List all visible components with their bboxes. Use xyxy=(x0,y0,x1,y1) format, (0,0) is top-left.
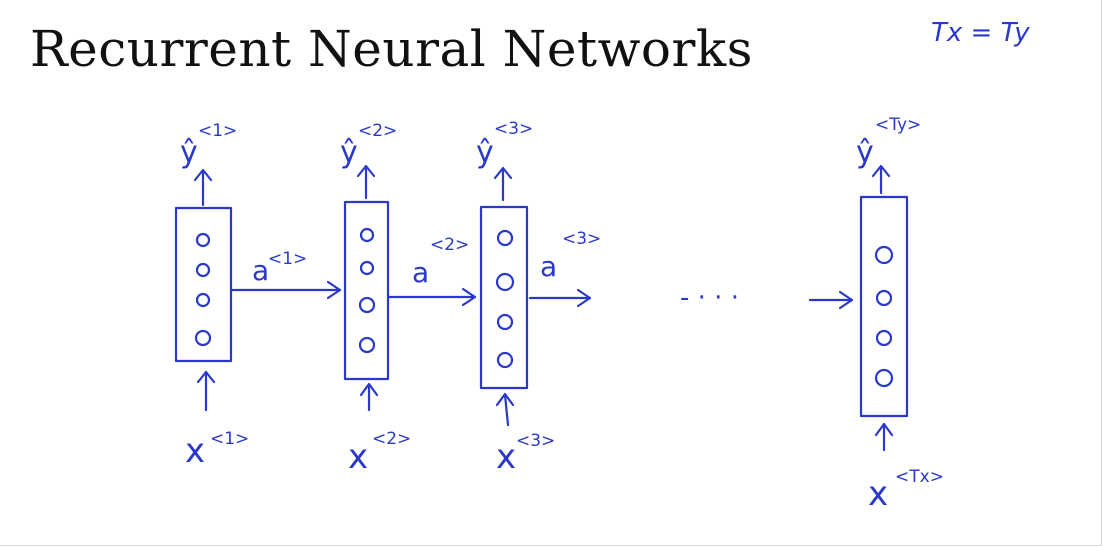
activation-arrow-1 xyxy=(230,280,342,300)
slide-title: Recurrent Neural Networks xyxy=(30,20,753,78)
rnn-cell-1 xyxy=(174,168,233,412)
yhat-sup-last: <Ty> xyxy=(875,115,921,135)
x-label-2: x xyxy=(348,437,368,477)
a-label-3: a xyxy=(540,250,557,283)
x-sup-1: <1> xyxy=(210,429,249,449)
x-label-1: x xyxy=(185,431,205,471)
yhat-sup-3: <3> xyxy=(494,119,533,139)
activation-arrow-2 xyxy=(387,287,477,307)
a-sup-3: <3> xyxy=(562,229,601,249)
yhat-sup-1: <1> xyxy=(198,121,237,141)
yhat-sup-2: <2> xyxy=(358,121,397,141)
yhat-label-2: ŷ xyxy=(340,135,358,170)
rnn-cell-3 xyxy=(479,166,529,427)
x-label-3: x xyxy=(496,437,516,477)
yhat-label-3: ŷ xyxy=(476,135,494,170)
ellipsis-arrow xyxy=(808,290,854,310)
a-sup-1: <1> xyxy=(268,249,307,269)
activation-arrow-3 xyxy=(528,288,592,308)
a-label-2: a xyxy=(412,256,429,289)
ellipsis-dots: - · · · xyxy=(680,283,739,313)
x-sup-3: <3> xyxy=(516,431,555,451)
x-sup-2: <2> xyxy=(372,429,411,449)
rnn-cell-2 xyxy=(343,164,390,412)
tx-equals-ty-note: Tx = Ty xyxy=(931,18,1030,48)
x-sup-last: <Tx> xyxy=(895,467,944,487)
a-sup-2: <2> xyxy=(430,235,469,255)
a-label-1: a xyxy=(252,254,269,287)
rnn-cell-last xyxy=(859,164,909,452)
yhat-label-1: ŷ xyxy=(180,135,198,170)
yhat-label-last: ŷ xyxy=(856,135,874,170)
x-label-last: x xyxy=(868,474,888,514)
